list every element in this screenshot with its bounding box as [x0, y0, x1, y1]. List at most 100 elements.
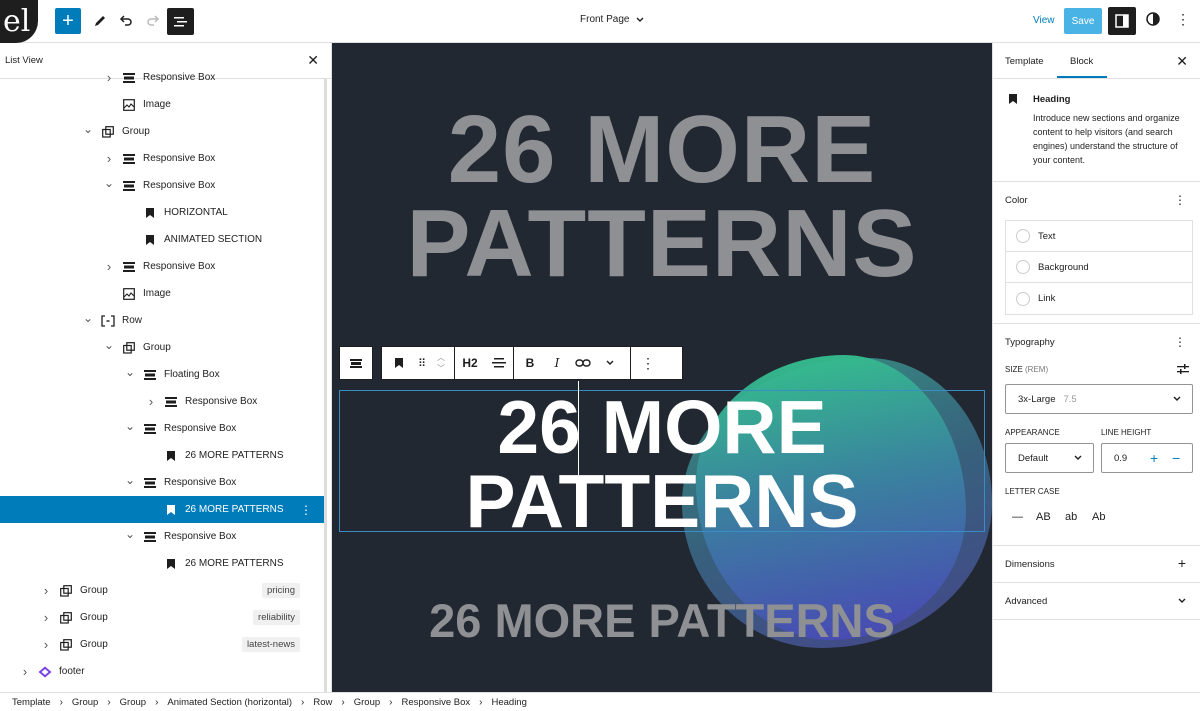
list-view-item[interactable]: ⌄Floating Box — [0, 361, 326, 388]
styles-button[interactable] — [1145, 11, 1161, 27]
chevron-down-icon[interactable]: ⌄ — [83, 121, 94, 136]
chevron-down-icon[interactable]: ⌄ — [104, 175, 115, 190]
case-capitalize-button[interactable]: Ab — [1092, 511, 1106, 523]
more-formats-button[interactable] — [598, 346, 622, 380]
close-icon[interactable]: ✕ — [1176, 53, 1188, 69]
chevron-right-icon[interactable]: › — [43, 610, 49, 625]
save-button[interactable]: Save — [1064, 8, 1102, 34]
settings-toggle[interactable] — [1108, 7, 1136, 35]
move-buttons[interactable]: ︿ ﹀ — [428, 346, 454, 380]
list-view-item[interactable]: ⌄Group — [0, 118, 326, 145]
list-view-scrollbar[interactable] — [324, 79, 327, 692]
color-item-background[interactable]: Background — [1006, 252, 1192, 283]
settings-sliders-icon[interactable] — [1177, 363, 1189, 375]
chevron-right-icon[interactable]: › — [43, 637, 49, 652]
font-size-select[interactable]: 3x-Large 7.5 — [1005, 384, 1193, 414]
minus-icon[interactable]: − — [1172, 450, 1181, 466]
breadcrumb-item[interactable]: Group — [71, 696, 99, 708]
chevron-right-icon[interactable]: › — [43, 583, 49, 598]
color-item-link[interactable]: Link — [1006, 283, 1192, 314]
plus-icon[interactable]: + — [1150, 450, 1159, 466]
redo-button[interactable] — [140, 8, 166, 34]
chevron-right-icon[interactable]: › — [106, 151, 112, 166]
list-view-item[interactable]: 26 MORE PATTERNS — [0, 442, 326, 469]
document-title-dropdown[interactable]: Front Page — [580, 14, 645, 25]
list-view-item[interactable]: ⌄Responsive Box — [0, 172, 326, 199]
chevron-right-icon[interactable]: › — [148, 394, 154, 409]
appearance-select[interactable]: Default — [1005, 443, 1094, 473]
list-view-item[interactable]: ›Responsive Box — [0, 253, 326, 280]
breadcrumb-item[interactable]: Animated Section (horizontal) — [167, 696, 293, 708]
undo-button[interactable] — [113, 8, 139, 34]
block-type-button[interactable] — [382, 346, 416, 380]
list-view-item[interactable]: HORIZONTAL — [0, 199, 326, 226]
chevron-down-icon[interactable] — [1177, 596, 1187, 606]
chevron-right-icon[interactable]: › — [106, 70, 112, 85]
list-view-item[interactable]: ⌄Group — [0, 334, 326, 361]
case-lowercase-button[interactable]: ab — [1065, 511, 1078, 523]
list-view-item[interactable]: ⌄Responsive Box — [0, 523, 326, 550]
list-view-item[interactable]: 26 MORE PATTERNS — [0, 550, 326, 577]
list-view-item[interactable]: ›Responsive Box — [0, 64, 326, 91]
select-parent-button[interactable] — [339, 346, 373, 380]
view-button[interactable]: View — [1033, 15, 1055, 26]
line-height-input[interactable]: 0.9 + − — [1101, 443, 1193, 473]
breadcrumb-item[interactable]: Template — [12, 696, 51, 708]
breadcrumb-item[interactable]: Group — [119, 696, 147, 708]
list-view-item[interactable]: ›Responsive Box — [0, 145, 326, 172]
chevron-down-icon[interactable]: ⌄ — [125, 472, 136, 487]
chevron-up-icon[interactable]: ︿ — [437, 353, 445, 362]
list-view-item[interactable]: ›footer — [0, 658, 326, 685]
chevron-down-icon[interactable]: ⌄ — [125, 364, 136, 379]
options-menu-button[interactable]: ⋮ — [1176, 11, 1190, 28]
breadcrumb-item[interactable]: Row — [313, 696, 333, 708]
list-view-item[interactable]: ⌄Row — [0, 307, 326, 334]
selected-heading-block[interactable]: 26 MORE PATTERNS — [339, 390, 985, 538]
large-heading[interactable]: 26 MORE PATTERNS — [406, 96, 918, 298]
list-view-item[interactable]: ⌄Responsive Box — [0, 415, 326, 442]
breadcrumb-item[interactable]: Group — [353, 696, 381, 708]
breadcrumb-item[interactable]: Heading — [491, 696, 527, 708]
chevron-down-icon[interactable]: ⌄ — [125, 418, 136, 433]
list-view-item[interactable]: ⌄Responsive Box — [0, 469, 326, 496]
chevron-down-icon[interactable]: ﹀ — [437, 364, 445, 373]
list-view-item[interactable]: ANIMATED SECTION — [0, 226, 326, 253]
color-item-text[interactable]: Text — [1006, 221, 1192, 252]
list-view-item[interactable]: Image — [0, 91, 326, 118]
tab-block[interactable]: Block — [1070, 56, 1094, 67]
align-button[interactable] — [485, 346, 513, 380]
italic-button[interactable]: I — [546, 346, 568, 380]
link-button[interactable] — [568, 346, 598, 380]
list-view-toggle[interactable] — [167, 8, 194, 35]
list-view-item[interactable]: Image — [0, 280, 326, 307]
list-view-item[interactable]: 26 MORE PATTERNS⋮ — [0, 496, 326, 523]
color-options-button[interactable]: ⋮ — [1174, 193, 1186, 207]
dimensions-panel-title[interactable]: Dimensions — [1005, 559, 1055, 570]
chevron-down-icon[interactable]: ⌄ — [125, 526, 136, 541]
typography-options-button[interactable]: ⋮ — [1174, 335, 1186, 349]
chevron-down-icon[interactable]: ⌄ — [83, 310, 94, 325]
list-view-item[interactable]: ›Responsive Box — [0, 388, 326, 415]
block-inserter-button[interactable]: + — [55, 8, 81, 34]
tools-button[interactable] — [87, 8, 113, 34]
plus-icon[interactable]: + — [1177, 555, 1186, 571]
chevron-down-icon[interactable]: ⌄ — [104, 337, 115, 352]
case-uppercase-button[interactable]: AB — [1036, 511, 1051, 523]
editor-canvas[interactable]: 26 MORE PATTERNS 26 MORE PATTERNS 26 MOR… — [332, 43, 992, 692]
bold-button[interactable]: B — [514, 346, 546, 380]
chevron-right-icon[interactable]: › — [106, 259, 112, 274]
tab-template[interactable]: Template — [1005, 56, 1044, 67]
case-none-button[interactable]: — — [1012, 511, 1023, 523]
bottom-heading[interactable]: 26 MORE PATTERNS — [429, 594, 895, 647]
close-icon[interactable]: ✕ — [307, 52, 319, 68]
chevron-right-icon[interactable]: › — [22, 664, 28, 679]
block-options-button[interactable]: ⋮ — [631, 346, 665, 380]
drag-handle-icon[interactable]: ⠿ — [417, 357, 427, 370]
heading-level-button[interactable]: H2 — [462, 356, 478, 370]
site-logo[interactable]: el — [0, 0, 38, 43]
advanced-panel-title[interactable]: Advanced — [1005, 596, 1048, 607]
more-vertical-icon[interactable]: ⋮ — [300, 502, 312, 517]
